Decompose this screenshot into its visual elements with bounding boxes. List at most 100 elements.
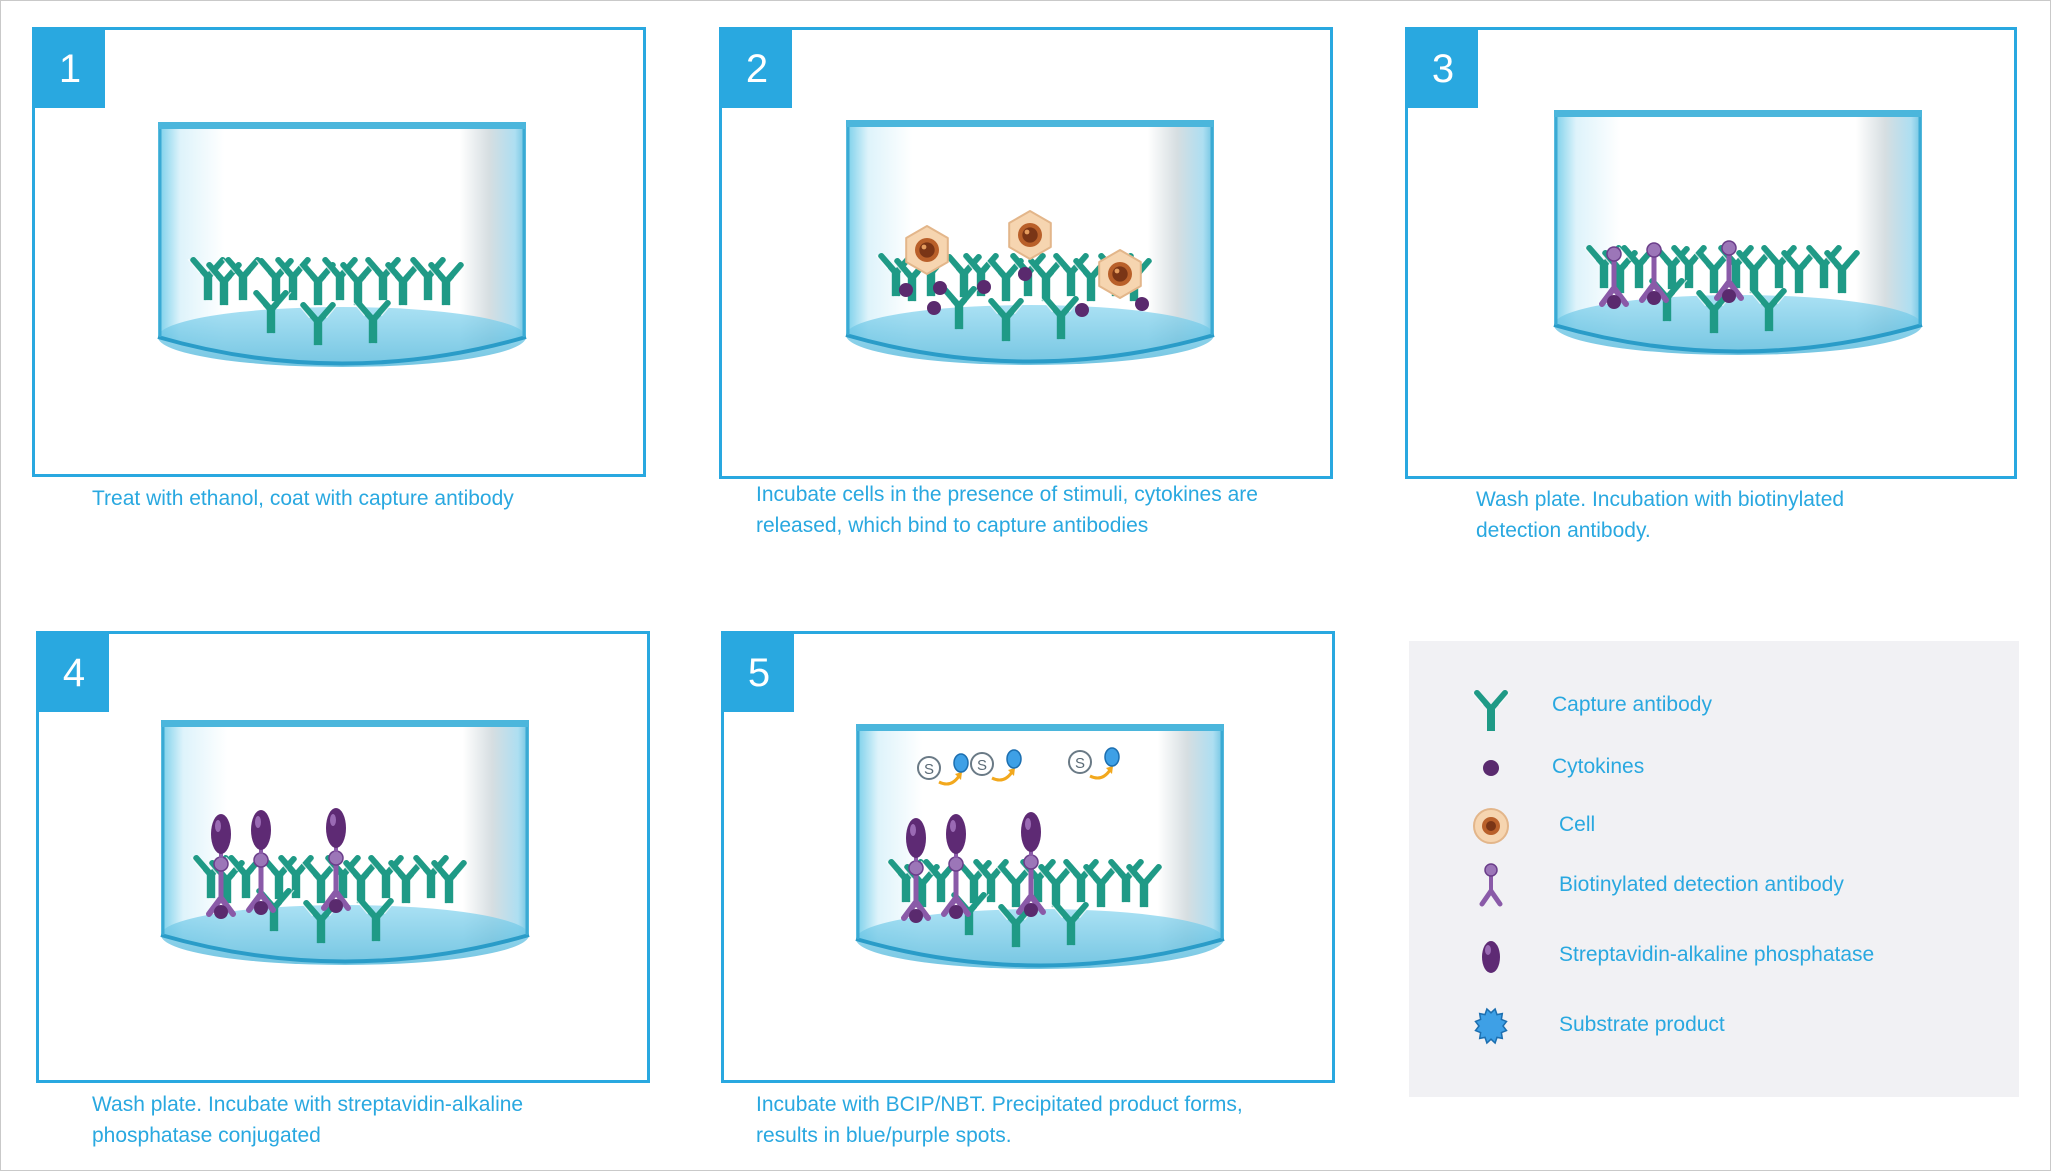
caption-line: released, which bind to capture antibodi… (756, 514, 1149, 537)
streptavidin-alkaline-phosphatase (946, 814, 966, 854)
capture-antibody-icon (1471, 690, 1511, 731)
substrate-product (1104, 747, 1120, 767)
cell-group (905, 210, 1142, 299)
cytokine (899, 283, 913, 297)
step-4-illustration (160, 720, 530, 965)
substrate (1068, 750, 1092, 774)
biotin (1023, 854, 1039, 870)
capture-antibody (1821, 250, 1863, 294)
detection-antibody (1599, 246, 1629, 309)
capture-antibody (1618, 245, 1660, 289)
streptavidin-alkaline-phosphatase (251, 810, 271, 850)
conversion-arrow (991, 771, 1014, 782)
conversion-arrow (1089, 769, 1112, 780)
step-1-illustration (157, 122, 527, 367)
step-1-caption: Treat with ethanol, coat with capture an… (92, 483, 514, 514)
streptavidin-alkaline-phosphatase (326, 808, 346, 848)
dish-rim-bottom (160, 933, 530, 964)
cytokine (1024, 903, 1038, 917)
capture-antibody-layer (187, 257, 467, 346)
biotin (253, 852, 269, 868)
legend-item: Substrate product (1409, 1001, 2019, 1051)
dish-base (158, 307, 526, 367)
step-number-badge: 5 (724, 634, 794, 712)
substrate-symbol: S (1075, 755, 1085, 772)
step-panel-4: 4 (36, 631, 650, 1083)
substrate-product (1474, 1007, 1508, 1045)
cytokine (949, 905, 963, 919)
cytokine (254, 901, 268, 915)
capture-antibody (250, 290, 292, 334)
cytokine (1607, 295, 1621, 309)
cytokine (214, 905, 228, 919)
detection-antibody (1639, 242, 1669, 305)
biotin (1646, 242, 1662, 258)
step-number-badge: 4 (39, 634, 109, 712)
dish-rim-bottom (157, 335, 527, 366)
dish-rim-top (161, 720, 529, 727)
detection-antibody (1016, 812, 1046, 917)
detection-antibody-group (901, 812, 1046, 923)
biotin (1606, 246, 1622, 262)
legend-item: Cytokines (1409, 743, 2019, 793)
step-2-illustration (845, 120, 1215, 365)
petri-dish (1553, 110, 1923, 355)
dish-base (161, 905, 529, 965)
cytokine (1018, 267, 1032, 281)
cytokine (1647, 291, 1661, 305)
substrate-product-icon (1474, 1007, 1508, 1045)
dish-rim-top (856, 724, 1224, 731)
substrate-product (1006, 749, 1022, 769)
capture-antibody (1748, 288, 1790, 332)
step-5-caption: Incubate with BCIP/NBT. Precipitated pro… (756, 1089, 1243, 1151)
caption-line: detection antibody. (1476, 519, 1651, 542)
biotin (948, 856, 964, 872)
cytokine (1722, 289, 1736, 303)
capture-antibody (355, 898, 397, 942)
biotin (328, 850, 344, 866)
legend-item: Streptavidin-alkaline phosphatase (1409, 931, 2019, 981)
capture-antibody (428, 860, 470, 904)
detection-antibody (321, 808, 351, 913)
capture-antibody (352, 300, 394, 344)
capture-antibody (297, 302, 339, 346)
dish-wall (158, 128, 526, 364)
capture-antibody (1123, 864, 1165, 908)
substrate-symbol: S (977, 757, 987, 774)
substrate-conversion: S (1068, 747, 1120, 780)
step-3-caption: Wash plate. Incubation with biotinylated… (1476, 484, 1844, 546)
cytokine (927, 301, 941, 315)
capture-antibody (985, 298, 1027, 342)
biotin (908, 860, 924, 876)
streptavidin-alkaline-phosphatase-icon (1482, 941, 1500, 973)
capture-antibody (1758, 245, 1800, 289)
dish-rim-top (846, 120, 1214, 127)
substrate (970, 752, 994, 776)
step-panel-3: 3 (1405, 27, 2017, 479)
step-number-badge: 2 (722, 30, 792, 108)
capture-antibody (1040, 296, 1082, 340)
step-panel-1: 1 (32, 27, 646, 477)
dish-base (1554, 295, 1922, 355)
cytokine (933, 281, 947, 295)
detection-antibody (1714, 240, 1744, 303)
caption-line: Wash plate. Incubate with streptavidin-a… (92, 1093, 524, 1116)
cytokine (1075, 303, 1089, 317)
cell (1008, 210, 1052, 260)
step-4-caption: Wash plate. Incubate with streptavidin-a… (92, 1089, 523, 1151)
capture-antibody (1050, 902, 1092, 946)
cell (1473, 808, 1509, 844)
detection-antibody (901, 818, 931, 923)
detection-antibody (1479, 863, 1503, 907)
legend-item: Cell (1409, 801, 2019, 851)
detection-antibody (206, 814, 236, 919)
cell (905, 225, 949, 275)
caption-line: phosphatase conjugated (92, 1124, 321, 1147)
cytokine (329, 899, 343, 913)
legend: Capture antibody Cytokines Cell Biotinyl… (1409, 641, 2019, 1097)
cytokine-group (899, 267, 1149, 317)
detection-antibody-group (206, 808, 351, 919)
streptavidin-alkaline-phosphatase (906, 818, 926, 858)
